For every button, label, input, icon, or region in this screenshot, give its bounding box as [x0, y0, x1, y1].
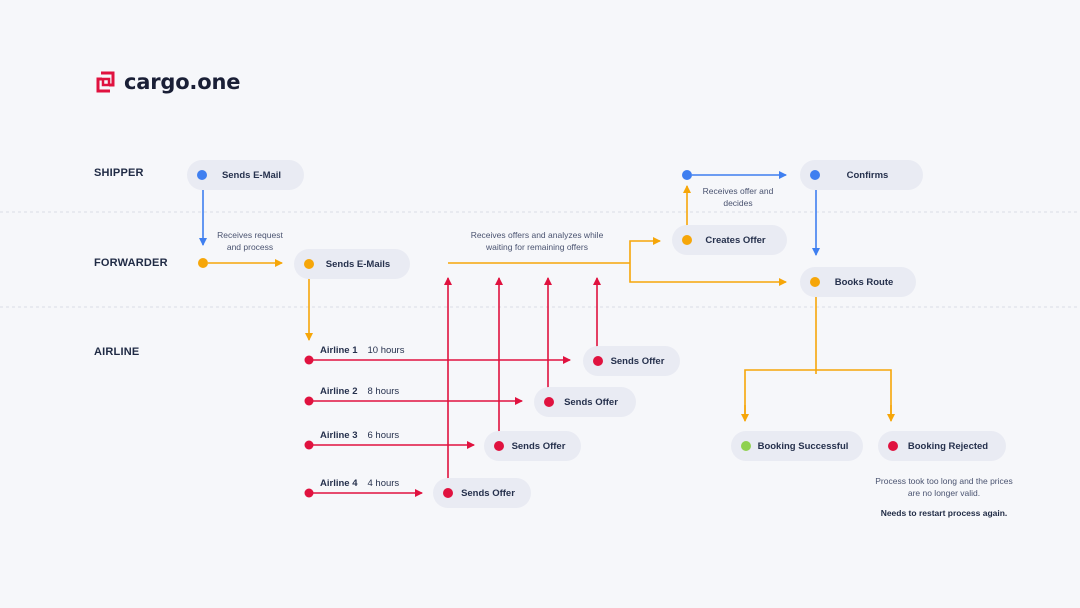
node-creates-offer: Creates Offer [672, 225, 787, 255]
node-label: Sends E-Mails [325, 258, 391, 270]
status-dot [810, 170, 820, 180]
airline-3-label: Airline 3 6 hours [320, 430, 399, 441]
note-receives-offers: Receives offers and analyzes while waiti… [470, 230, 604, 252]
status-dot [810, 277, 820, 287]
lane-airline: AIRLINE [94, 346, 140, 358]
note-receives-offer-decides: Receives offer and decides [702, 186, 774, 208]
arrow-to-books-route [629, 263, 787, 286]
node-label: Sends Offer [461, 487, 515, 499]
node-forwarder-sends-emails: Sends E-Mails [294, 249, 410, 279]
status-dot [888, 441, 898, 451]
forwarder-start-dot [198, 258, 208, 268]
airline-3-dot [304, 440, 314, 450]
status-dot [197, 170, 207, 180]
airline-time: 8 hours [367, 386, 400, 397]
node-label: Creates Offer [705, 234, 766, 246]
brand-logo: cargo.one [94, 70, 240, 94]
status-dot [593, 356, 603, 366]
airline-name: Airline 1 [320, 345, 358, 356]
node-confirms: Confirms [800, 160, 923, 190]
node-books-route: Books Route [800, 267, 916, 297]
note-restart: Needs to restart process again. [880, 508, 1008, 518]
node-label: Sends Offer [610, 355, 665, 367]
cargo-one-logo-icon [96, 71, 115, 93]
node-label: Booking Rejected [907, 440, 989, 452]
airline-2-label: Airline 2 8 hours [320, 386, 399, 397]
status-dot [741, 441, 751, 451]
lane-forwarder: FORWARDER [94, 257, 168, 269]
node-label: Confirms [846, 169, 889, 181]
node-booking-successful: Booking Successful [731, 431, 863, 461]
node-airline-3-sends-offer: Sends Offer [484, 431, 581, 461]
airline-1-label: Airline 1 10 hours [320, 345, 404, 356]
outcome-branch [744, 369, 892, 420]
status-dot [443, 488, 453, 498]
status-dot [304, 259, 314, 269]
note-rejected-reason: Process took too long and the prices are… [875, 476, 1013, 498]
node-booking-rejected: Booking Rejected [878, 431, 1006, 461]
arrow-to-creates-offer [629, 237, 661, 263]
node-shipper-sends-email: Sends E-Mail [187, 160, 304, 190]
status-dot [682, 235, 692, 245]
node-label: Books Route [834, 276, 894, 288]
airline-time: 4 hours [367, 478, 400, 489]
node-label: Sends Offer [564, 396, 618, 408]
node-airline-1-sends-offer: Sends Offer [583, 346, 680, 376]
node-airline-2-sends-offer: Sends Offer [534, 387, 636, 417]
shipper-decide-dot [682, 170, 692, 180]
node-label: Sends E-Mail [221, 169, 282, 181]
airline-time: 6 hours [367, 430, 400, 441]
airline-4-dot [304, 488, 314, 498]
lane-shipper: SHIPPER [94, 167, 144, 179]
airline-name: Airline 3 [320, 430, 358, 441]
note-receives-request: Receives request and process [217, 230, 283, 252]
airline-name: Airline 2 [320, 386, 358, 397]
status-dot [544, 397, 554, 407]
node-label: Booking Successful [757, 440, 849, 452]
airline-time: 10 hours [367, 345, 405, 356]
airline-2-dot [304, 396, 314, 406]
airline-1-dot [304, 355, 314, 365]
brand-name: cargo.one [124, 70, 241, 94]
airline-4-label: Airline 4 4 hours [320, 478, 399, 489]
airline-name: Airline 4 [320, 478, 358, 489]
status-dot [494, 441, 504, 451]
node-label: Sends Offer [511, 440, 566, 452]
node-airline-4-sends-offer: Sends Offer [433, 478, 531, 508]
